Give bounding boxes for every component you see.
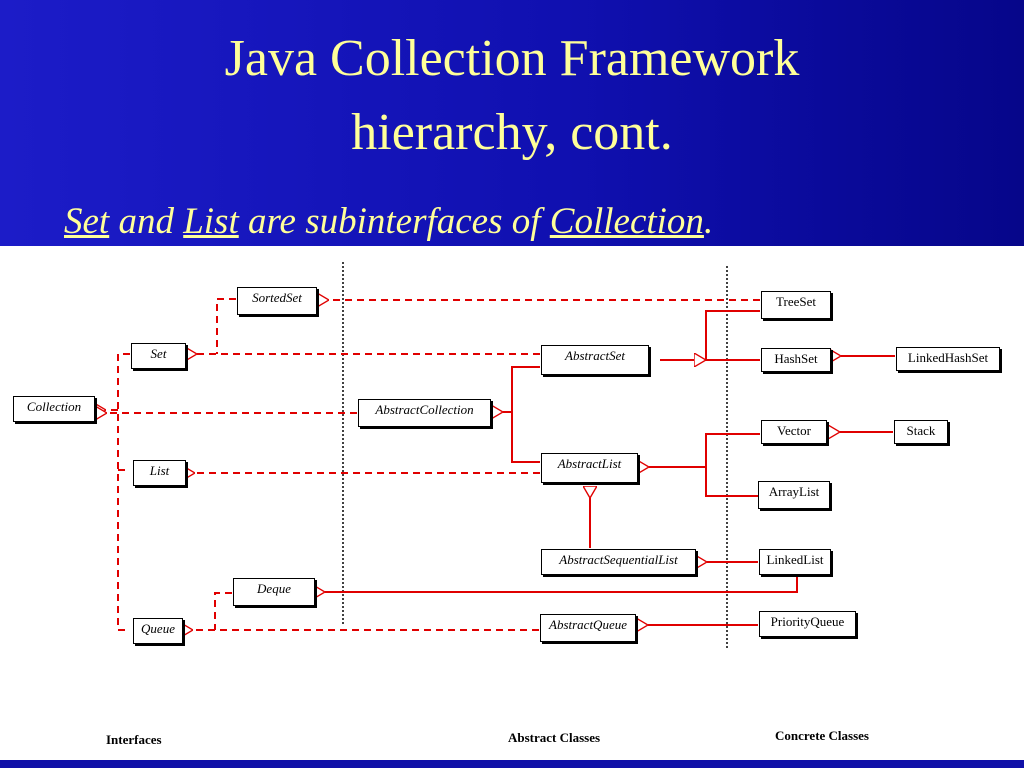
box-list: List xyxy=(133,460,186,486)
title-line-2: hierarchy, cont. xyxy=(351,104,673,161)
box-abstractsequentiallist: AbstractSequentialList xyxy=(541,549,696,575)
abstractqueue-label: AbstractQueue xyxy=(549,617,627,632)
abstractset-label: AbstractSet xyxy=(565,348,625,363)
subtitle-and: and xyxy=(109,201,184,242)
edge-vector-arraylist-to-abstractlist xyxy=(649,433,760,497)
list-label: List xyxy=(149,463,170,478)
box-vector: Vector xyxy=(761,420,827,444)
box-treeset: TreeSet xyxy=(761,291,831,319)
linkedhashset-label: LinkedHashSet xyxy=(907,350,989,365)
deque-label: Deque xyxy=(257,581,291,596)
queue-label: Queue xyxy=(141,621,175,636)
title-line-1: Java Collection Framework xyxy=(224,30,800,87)
box-abstractqueue: AbstractQueue xyxy=(540,614,636,642)
edge-treeset-hashset-to-abstractset xyxy=(660,310,760,360)
box-linkedlist: LinkedList xyxy=(759,549,831,575)
box-deque: Deque xyxy=(233,578,315,606)
stack-label: Stack xyxy=(906,423,936,438)
caption-abstract-classes: Abstract Classes xyxy=(508,730,601,745)
vector-label: Vector xyxy=(777,423,811,438)
box-set: Set xyxy=(131,343,186,369)
box-sortedset: SortedSet xyxy=(237,287,317,315)
arraylist-label: ArrayList xyxy=(768,484,820,499)
box-queue: Queue xyxy=(133,618,183,644)
collection-label: Collection xyxy=(26,399,82,414)
abstractlist-label: AbstractList xyxy=(557,456,622,471)
footer-bar xyxy=(0,760,1024,768)
slide-header: Java Collection Framework hierarchy, con… xyxy=(0,0,1024,246)
subtitle-set: Set xyxy=(64,201,110,242)
box-priorityqueue: PriorityQueue xyxy=(759,611,856,637)
hierarchy-diagram xyxy=(0,262,895,650)
box-hashset: HashSet xyxy=(761,348,831,372)
box-arraylist: ArrayList xyxy=(758,481,830,509)
caption-concrete-classes: Concrete Classes xyxy=(775,728,869,743)
box-linkedhashset: LinkedHashSet xyxy=(896,347,1000,371)
hashset-label: HashSet xyxy=(774,351,818,366)
set-label: Set xyxy=(150,346,167,361)
edge-abstractset-to-abstractcollection xyxy=(503,366,540,463)
linkedlist-label: LinkedList xyxy=(766,552,824,567)
subtitle-collection: Collection xyxy=(549,201,704,242)
edge-set-to-collection xyxy=(117,353,130,631)
box-collection: Collection xyxy=(13,396,95,422)
slide-subtitle: Set and List are subinterfaces of Collec… xyxy=(64,200,713,243)
slide-title: Java Collection Framework hierarchy, con… xyxy=(0,22,1024,170)
subtitle-end: . xyxy=(703,201,714,242)
box-stack: Stack xyxy=(894,420,948,444)
edge-deque-to-queue xyxy=(214,592,232,630)
box-abstractset: AbstractSet xyxy=(541,345,649,375)
box-abstractcollection: AbstractCollection xyxy=(358,399,491,427)
caption-interfaces: Interfaces xyxy=(106,732,162,747)
sortedset-label: SortedSet xyxy=(252,290,302,305)
subtitle-mid: are subinterfaces of xyxy=(238,201,550,242)
abstractsequentiallist-label: AbstractSequentialList xyxy=(559,552,678,567)
box-abstractlist: AbstractList xyxy=(541,453,638,483)
abstractcollection-label: AbstractCollection xyxy=(375,402,474,417)
edge-linkedlist-to-deque xyxy=(325,574,798,592)
treeset-label: TreeSet xyxy=(776,294,816,309)
subtitle-list: List xyxy=(183,201,239,242)
priorityqueue-label: PriorityQueue xyxy=(770,614,845,629)
edge-sortedset-to-set xyxy=(216,298,236,354)
